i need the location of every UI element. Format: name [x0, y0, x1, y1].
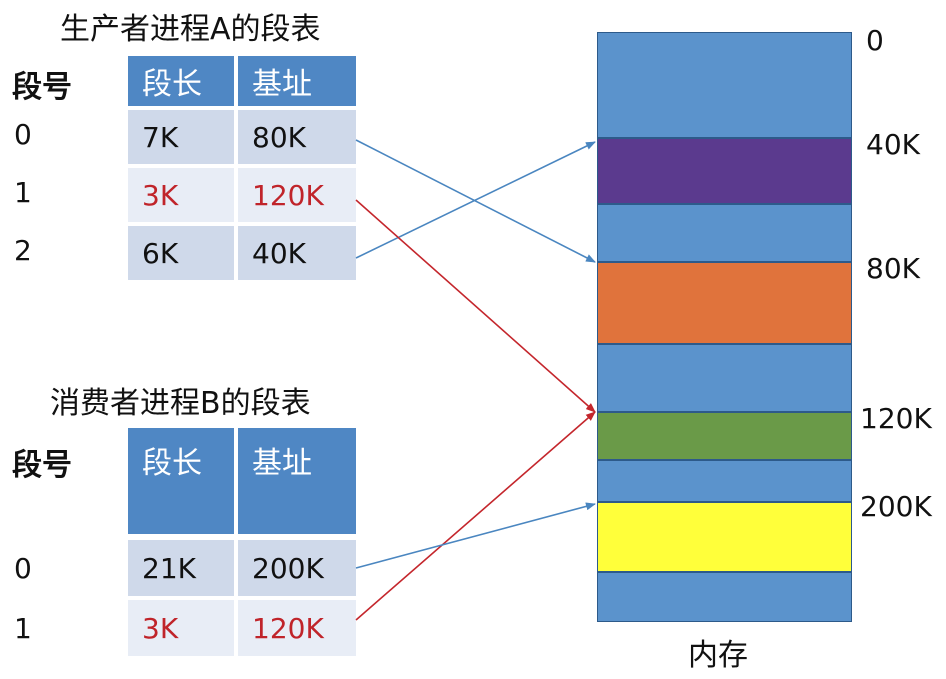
arrow-a2-to-40k [355, 141, 596, 259]
memory-segment-orange [597, 262, 852, 344]
table-a-base-header: 基址 [238, 56, 356, 106]
table-a-seg-1: 1 [14, 176, 32, 209]
memory-segment-green [597, 412, 852, 460]
table-a-title: 生产者进程A的段表 [60, 12, 321, 47]
table-b-len-1: 3K [128, 600, 234, 656]
table-a-base-1: 120K [238, 168, 356, 222]
table-a-seg-2: 2 [14, 234, 32, 267]
memory-segment-yellow [597, 502, 852, 572]
table-b-seg-1: 1 [14, 612, 32, 645]
table-b-base-1: 120K [238, 600, 356, 656]
arrow-a0-to-80k [355, 139, 596, 263]
memory-block-free [597, 344, 852, 412]
table-a-segno-header: 段号 [12, 70, 72, 105]
table-b-len-header: 段长 [128, 428, 234, 534]
memory-address-80k: 80K [866, 252, 920, 285]
table-b-base-0: 200K [238, 540, 356, 596]
memory-block-free [597, 32, 852, 138]
table-b-title: 消费者进程B的段表 [50, 386, 311, 421]
table-a-seg-0: 0 [14, 118, 32, 151]
arrow-b1-to-120k [355, 411, 596, 621]
arrow-b0-to-200k [355, 502, 596, 569]
table-b-base-header: 基址 [238, 428, 356, 534]
memory-address-120k: 120K [860, 402, 932, 435]
table-a-len-header: 段长 [128, 56, 234, 106]
table-a-len-2: 6K [128, 226, 234, 280]
arrow-a1-to-120k [355, 199, 596, 413]
memory-block-free [597, 204, 852, 262]
memory-address-200k: 200K [860, 490, 932, 523]
memory-block-free [597, 572, 852, 622]
table-a-base-2: 40K [238, 226, 356, 280]
table-a-len-0: 7K [128, 110, 234, 164]
table-b-seg-0: 0 [14, 552, 32, 585]
memory-block-free [597, 460, 852, 502]
memory-address-0: 0 [866, 24, 884, 57]
table-b-len-0: 21K [128, 540, 234, 596]
memory-label: 内存 [688, 638, 748, 673]
memory-segment-purple [597, 138, 852, 204]
table-b-segno-header: 段号 [12, 448, 72, 483]
table-a-len-1: 3K [128, 168, 234, 222]
memory-address-40k: 40K [866, 128, 920, 161]
table-a-base-0: 80K [238, 110, 356, 164]
